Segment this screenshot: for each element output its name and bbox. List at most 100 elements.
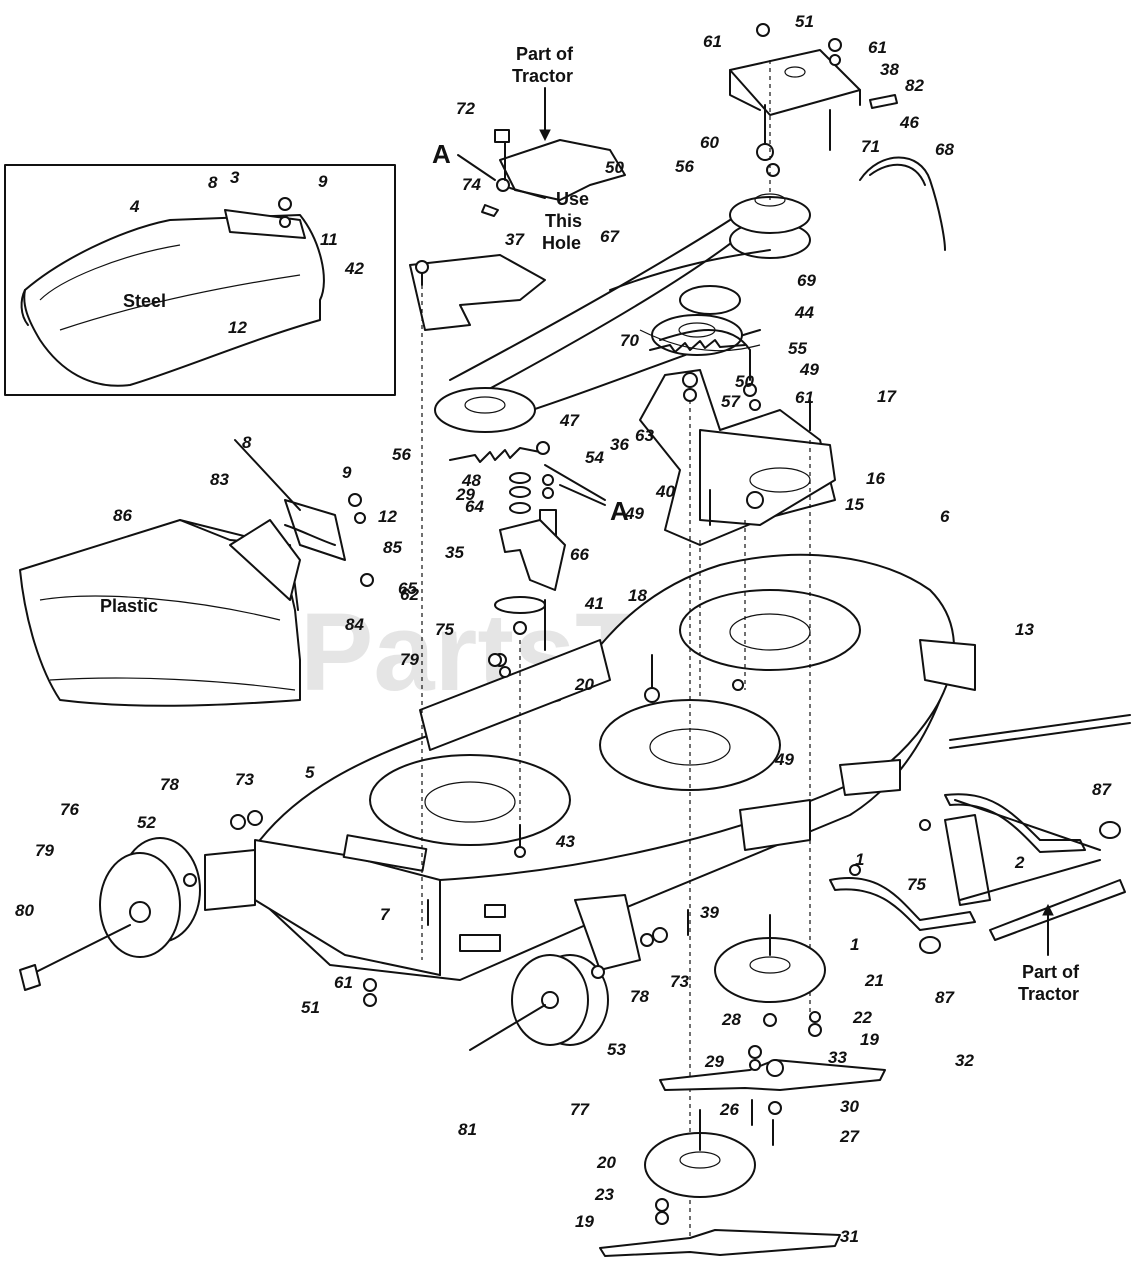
part-number-label: 63: [635, 426, 654, 445]
part-number-label: 78: [160, 775, 179, 794]
idler-pulley-left: [434, 387, 536, 433]
part-number-label: 26: [719, 1100, 739, 1119]
part-number-label: 2: [1014, 853, 1025, 872]
part-number-label: 48: [461, 471, 481, 490]
part-number-label: 37: [505, 230, 525, 249]
link-2: [944, 814, 991, 906]
part-number-label: 83: [210, 470, 229, 489]
part-number-label: 66: [570, 545, 589, 564]
part-number-label: 68: [935, 140, 954, 159]
part-number-label: 67: [600, 227, 620, 246]
gauge-wheels: [19, 810, 668, 1051]
part-number-label: 29: [455, 485, 475, 504]
part-number-label: 77: [570, 1100, 590, 1119]
part-of-tractor-right-line2: Tractor: [1018, 984, 1079, 1004]
part-number-label: 18: [628, 586, 647, 605]
part-number-label: 73: [670, 972, 689, 991]
part-number-label: 79: [400, 650, 419, 669]
part-number-label: 56: [675, 157, 694, 176]
part-number-label: 1: [855, 850, 864, 869]
main-pulley-upper: [729, 196, 811, 234]
part-number-label: 80: [15, 901, 34, 920]
part-number-label: 64: [465, 497, 484, 516]
front-wheel-bracket: [574, 894, 641, 971]
inset-nut: [278, 197, 292, 211]
part-of-tractor-right-line1: Part of: [1022, 962, 1080, 982]
part-number-label: 12: [378, 507, 397, 526]
part-number-label: 74: [462, 175, 481, 194]
part-number-label: 6: [940, 507, 950, 526]
chute-rod: [234, 439, 301, 511]
part-number-label: 50: [735, 372, 754, 391]
part-number-label: 28: [721, 1010, 741, 1029]
right-spindle-opening: [679, 589, 861, 671]
part-number-label: 49: [624, 504, 644, 523]
reference-a-top: A: [432, 139, 451, 169]
part-number-label: 35: [445, 543, 464, 562]
part-number-label: 75: [907, 875, 926, 894]
part-number-label: 50: [605, 158, 624, 177]
part-number-label: 55: [788, 339, 807, 358]
part-number-label: 9: [318, 172, 328, 191]
steel-chute-inset: Steel: [4, 164, 396, 396]
part-number-label: 86: [113, 506, 132, 525]
part-number-label: 15: [845, 495, 864, 514]
part-number-label: 49: [799, 360, 819, 379]
part-number-label: 22: [852, 1008, 872, 1027]
link-1-upper: [944, 793, 1086, 853]
part-number-label: 12: [228, 318, 247, 337]
idler-bracket-37: [409, 254, 546, 331]
axle-bolt-80: [29, 924, 131, 976]
part-number-label: 73: [235, 770, 254, 789]
spindles-and-blades: [599, 914, 886, 1257]
part-number-label: 51: [795, 12, 814, 31]
part-number-label: 62: [400, 585, 419, 604]
use-this-hole-line1: Use: [556, 189, 589, 209]
deck-plate: [342, 834, 428, 872]
part-number-label: 61: [703, 32, 722, 51]
part-number-label: 53: [607, 1040, 626, 1059]
part-number-label: 1: [850, 935, 859, 954]
part-number-label: 82: [905, 76, 924, 95]
part-number-label: 8: [208, 173, 218, 192]
use-this-hole-line3: Hole: [542, 233, 581, 253]
part-number-label: 79: [35, 841, 54, 860]
part-number-label: 40: [655, 482, 675, 501]
part-number-label: 3: [230, 168, 240, 187]
part-number-label: 87: [1092, 780, 1112, 799]
part-number-label: 5: [305, 763, 315, 782]
part-number-label: 41: [584, 594, 604, 613]
plastic-chute: Plastic: [19, 439, 374, 707]
part-number-label: 46: [899, 113, 919, 132]
reference-a-bottom: A: [610, 496, 629, 526]
part-number-label: 47: [559, 411, 580, 430]
use-this-hole-line2: This: [545, 211, 582, 231]
part-number-label: 87: [935, 988, 955, 1007]
axle-bolt-81: [469, 1004, 546, 1051]
part-number-label: 11: [320, 230, 338, 249]
idler-plate-16: [699, 429, 836, 526]
part-number-label: 4: [129, 197, 140, 216]
part-number-label: 81: [458, 1120, 477, 1139]
left-spindle-opening: [369, 754, 571, 846]
tractor-bar: [989, 879, 1126, 941]
part-number-label: 61: [868, 38, 887, 57]
part-number-label: 27: [839, 1127, 860, 1146]
part-number-label: 65: [398, 579, 417, 598]
spring-54: [649, 339, 746, 353]
lift-linkage: [829, 714, 1131, 954]
part-number-label: 17: [877, 387, 897, 406]
part-number-label: 75: [435, 620, 454, 639]
part-number-label: 43: [555, 832, 575, 851]
blade-31: [599, 1229, 841, 1257]
callouts: Part of Tractor Use This Hole A A Part o…: [432, 44, 1080, 1004]
link-2-rod: [959, 859, 1101, 901]
mower-deck-housing: [204, 553, 976, 981]
part-of-tractor-top-line2: Tractor: [512, 66, 573, 86]
part-number-label: 33: [828, 1048, 847, 1067]
center-linkage: [449, 441, 606, 678]
part-number-label: 39: [700, 903, 719, 922]
part-number-label: 32: [955, 1051, 974, 1070]
